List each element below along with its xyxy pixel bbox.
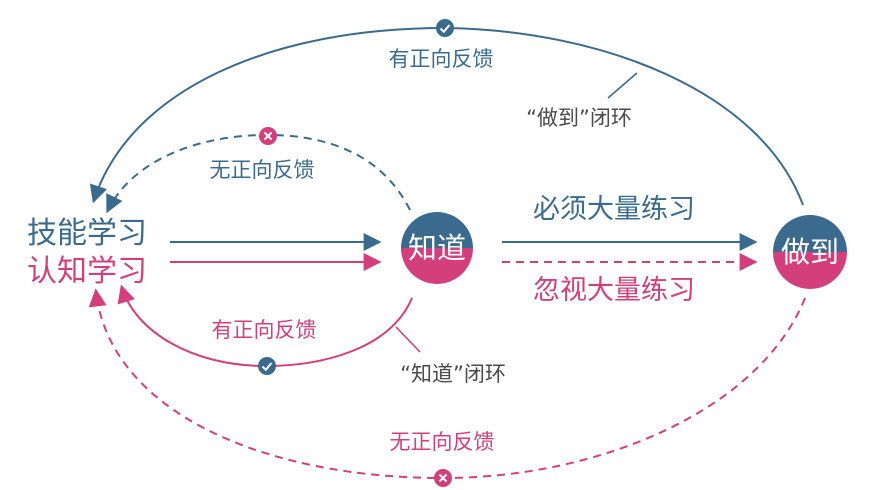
bottom-no-feedback-label: 无正向反馈	[390, 430, 495, 454]
know-label: 知道	[408, 231, 466, 265]
skill-learning-label: 技能学习	[27, 216, 147, 251]
do-label: 做到	[781, 235, 839, 269]
inner-feedback-label: 有正向反馈	[212, 318, 317, 342]
do-loop-label: “做到”闭环	[526, 106, 632, 130]
check-circle-icon	[436, 19, 454, 37]
inner-no-feedback-label: 无正向反馈	[210, 158, 315, 182]
must-practice-label: 必须大量练习	[533, 194, 695, 225]
x-circle-icon	[434, 469, 452, 487]
top-feedback-label: 有正向反馈	[389, 47, 494, 71]
know-loop-label: “知道”闭环	[400, 362, 506, 386]
cognitive-learning-label: 认知学习	[27, 254, 147, 289]
know-loop-pointer	[395, 326, 421, 353]
check-circle-icon	[258, 357, 276, 375]
ignore-practice-label: 忽视大量练习	[533, 275, 695, 306]
x-circle-icon	[259, 127, 277, 145]
do-loop-pointer	[607, 72, 638, 99]
